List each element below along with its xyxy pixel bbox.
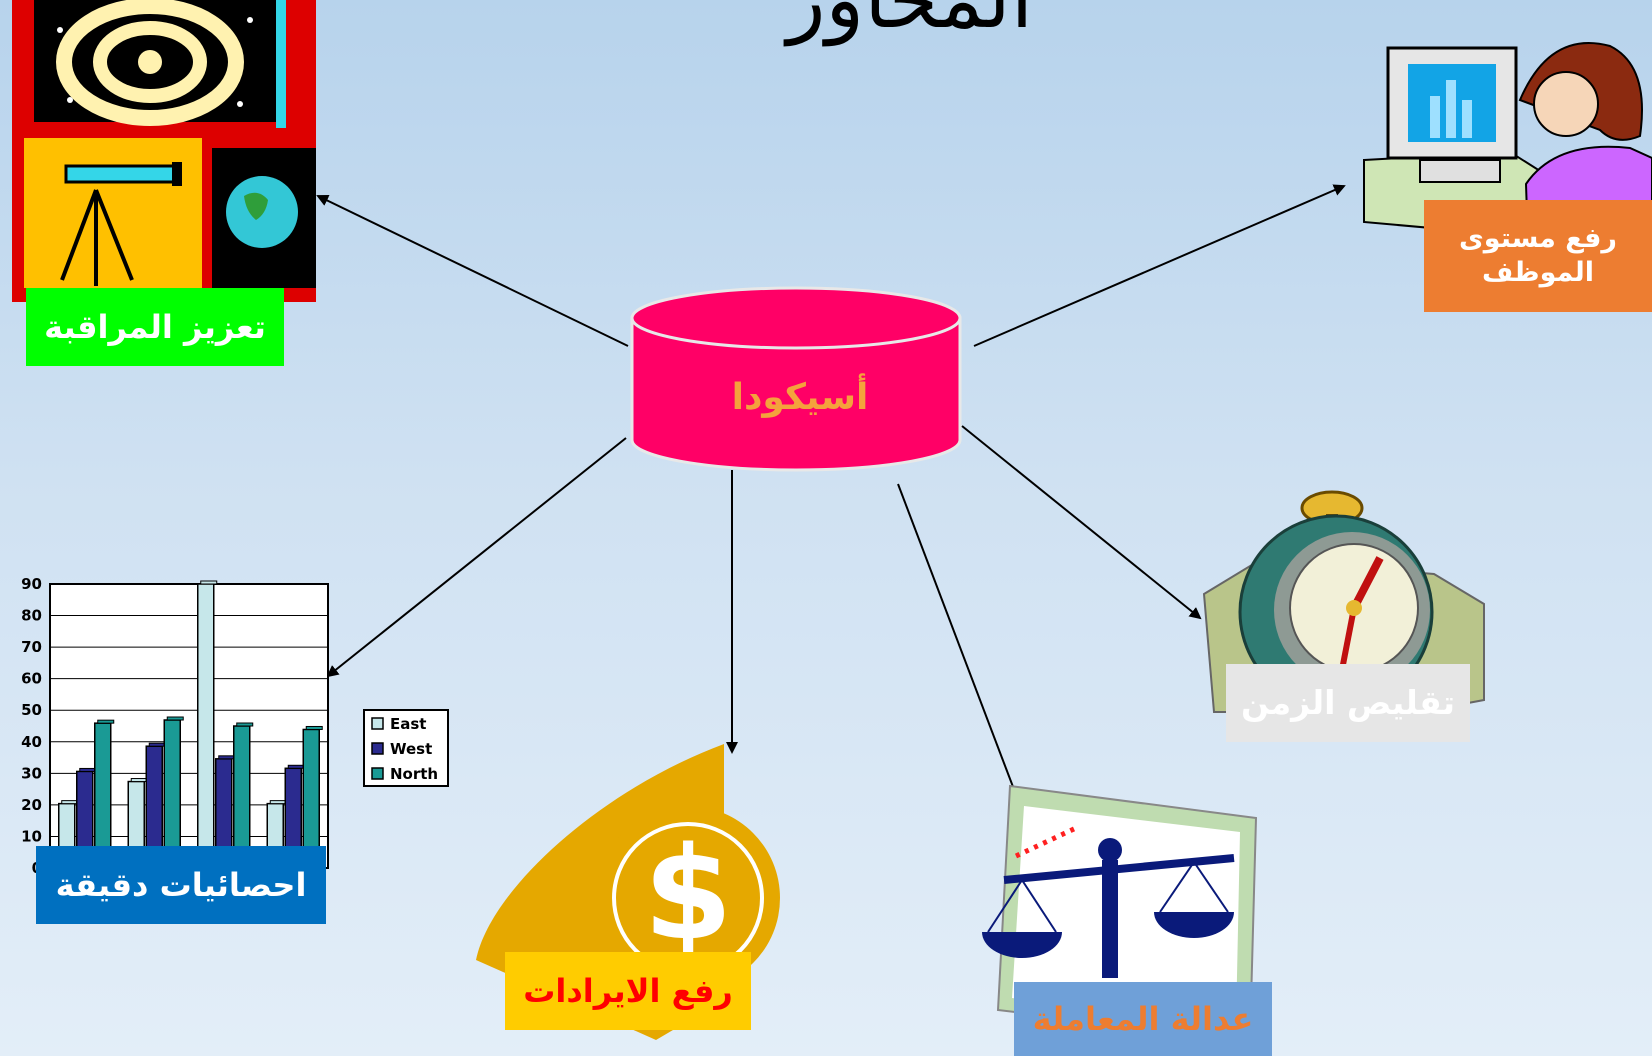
slide-title: المحاور <box>560 0 1260 48</box>
chart-bar-east <box>197 583 215 869</box>
chart-bar-top <box>166 716 184 721</box>
chart-y-tick-label: 40 <box>21 733 42 751</box>
chart-y-tick-label: 30 <box>21 764 42 782</box>
label-fair-treatment: عدالة المعاملة <box>1014 982 1272 1056</box>
arrow-to-justice <box>897 483 1021 802</box>
chart-bar-top <box>269 800 287 805</box>
label-time-reduction: تقليص الزمن <box>1226 664 1470 742</box>
legend-swatch-east <box>371 717 384 730</box>
connectors <box>316 184 1346 802</box>
chart-y-tick-label: 60 <box>21 670 42 688</box>
chart-y-tick-label: 90 <box>21 575 42 593</box>
chart-bar-top <box>236 722 254 727</box>
chart-bar-top <box>61 800 79 805</box>
chart-y-tick-label: 50 <box>21 701 42 719</box>
chart-bar-top <box>305 725 323 730</box>
legend-label-west: West <box>390 740 432 758</box>
chart-y-ticks: 0102030405060708090 <box>21 575 42 877</box>
chart-y-tick-label: 80 <box>21 607 42 625</box>
chart-y-tick-label: 20 <box>21 796 42 814</box>
chart-bar-top <box>287 764 305 769</box>
chart-y-tick-label: 10 <box>21 827 42 845</box>
label-revenue: رفع الايرادات <box>505 952 751 1030</box>
label-employee-level: رفع مستوى الموظف <box>1424 200 1652 312</box>
chart-bar-top <box>200 580 218 585</box>
legend-swatch-north <box>371 767 384 780</box>
arrow-to-monitor <box>316 194 629 347</box>
svg-text:$: $ <box>643 820 732 969</box>
chart-bar-top <box>218 755 236 760</box>
center-database-cylinder <box>630 286 962 472</box>
computer-user-icon <box>1363 42 1652 250</box>
arrow-to-employee <box>973 184 1346 347</box>
label-statistics: احصائيات دقيقة <box>36 846 326 924</box>
chart-bar-top <box>130 778 148 783</box>
scales-icon <box>982 784 1258 1042</box>
chart-y-tick-label: 70 <box>21 638 42 656</box>
arrow-to-time <box>961 425 1202 620</box>
stopwatch-icon <box>1202 490 1485 713</box>
legend-label-east: East <box>390 715 426 733</box>
chart-bar-top <box>79 767 97 772</box>
legend-swatch-west <box>371 742 384 755</box>
legend-label-north: North <box>390 765 438 783</box>
telescope-galaxy-icon <box>12 0 316 302</box>
center-label: أسيكودا <box>731 377 869 418</box>
arrow-to-stats <box>326 437 627 678</box>
chart-bar-top <box>97 719 115 724</box>
chart-bar-top <box>148 742 166 747</box>
label-monitoring: تعزيز المراقبة <box>26 288 284 366</box>
